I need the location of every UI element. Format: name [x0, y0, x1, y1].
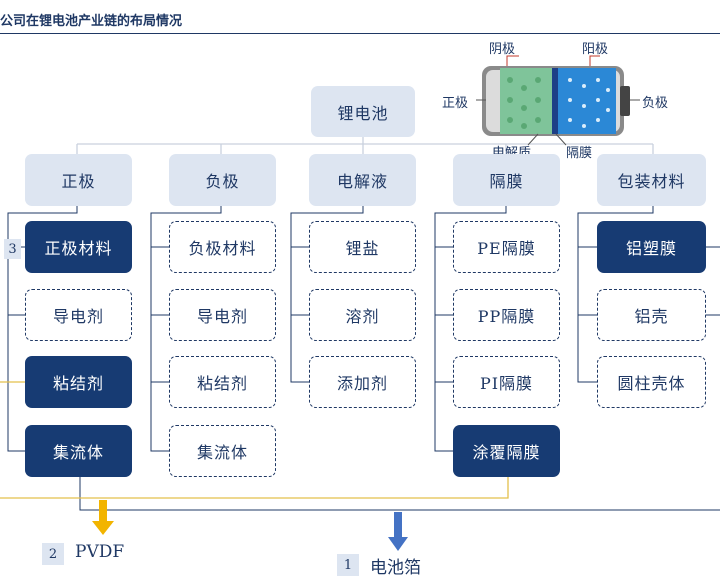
battery-illustration: [476, 55, 640, 146]
output-label-pvdf: PVDF: [75, 542, 125, 562]
item-aluminum-shell: 铝壳: [597, 289, 706, 341]
item-pe-separator: PE隔膜: [453, 221, 560, 273]
item-positive-current-collector: 集流体: [25, 425, 132, 477]
battery-label-negative: 负极: [642, 96, 669, 111]
battery-label-positive: 正极: [442, 96, 469, 111]
battery-label-separator: 隔膜: [566, 146, 593, 161]
item-positive-binder: 粘结剂: [25, 356, 132, 408]
item-pi-separator: PI隔膜: [453, 356, 560, 408]
battery-label-anode: 阴极: [489, 42, 516, 57]
item-negative-material: 负极材料: [169, 221, 276, 273]
item-aluminum-plastic-film: 铝塑膜: [597, 221, 706, 273]
item-positive-conductive-agent: 导电剂: [25, 289, 132, 341]
category-positive: 正极: [25, 154, 132, 206]
item-negative-binder: 粘结剂: [169, 356, 276, 408]
root-node: 锂电池: [311, 86, 415, 137]
pvdf-arrow-icon: [92, 500, 114, 535]
side-number-badge: 3: [4, 239, 21, 259]
output-label-foil: 电池箔: [370, 558, 421, 576]
output-number-pvdf: 2: [42, 543, 64, 565]
item-coated-separator: 涂覆隔膜: [453, 425, 560, 477]
category-packaging: 包装材料: [597, 154, 706, 206]
category-separator: 隔膜: [453, 154, 560, 206]
foil-arrow-icon: [388, 512, 408, 551]
item-cylindrical-shell: 圆柱壳体: [597, 356, 706, 408]
item-negative-current-collector: 集流体: [169, 425, 276, 477]
page-title: 公司在锂电池产业链的布局情况: [0, 14, 183, 29]
item-additive: 添加剂: [309, 356, 416, 408]
item-solvent: 溶剂: [309, 289, 416, 341]
category-electrolyte: 电解液: [309, 154, 416, 206]
category-negative: 负极: [169, 154, 276, 206]
output-number-foil: 1: [337, 554, 359, 576]
item-positive-material: 正极材料: [25, 221, 132, 273]
item-lithium-salt: 锂盐: [309, 221, 416, 273]
item-pp-separator: PP隔膜: [453, 289, 560, 341]
item-negative-conductive-agent: 导电剂: [169, 289, 276, 341]
battery-label-cathode: 阳极: [582, 42, 609, 57]
header-divider: [0, 33, 720, 34]
